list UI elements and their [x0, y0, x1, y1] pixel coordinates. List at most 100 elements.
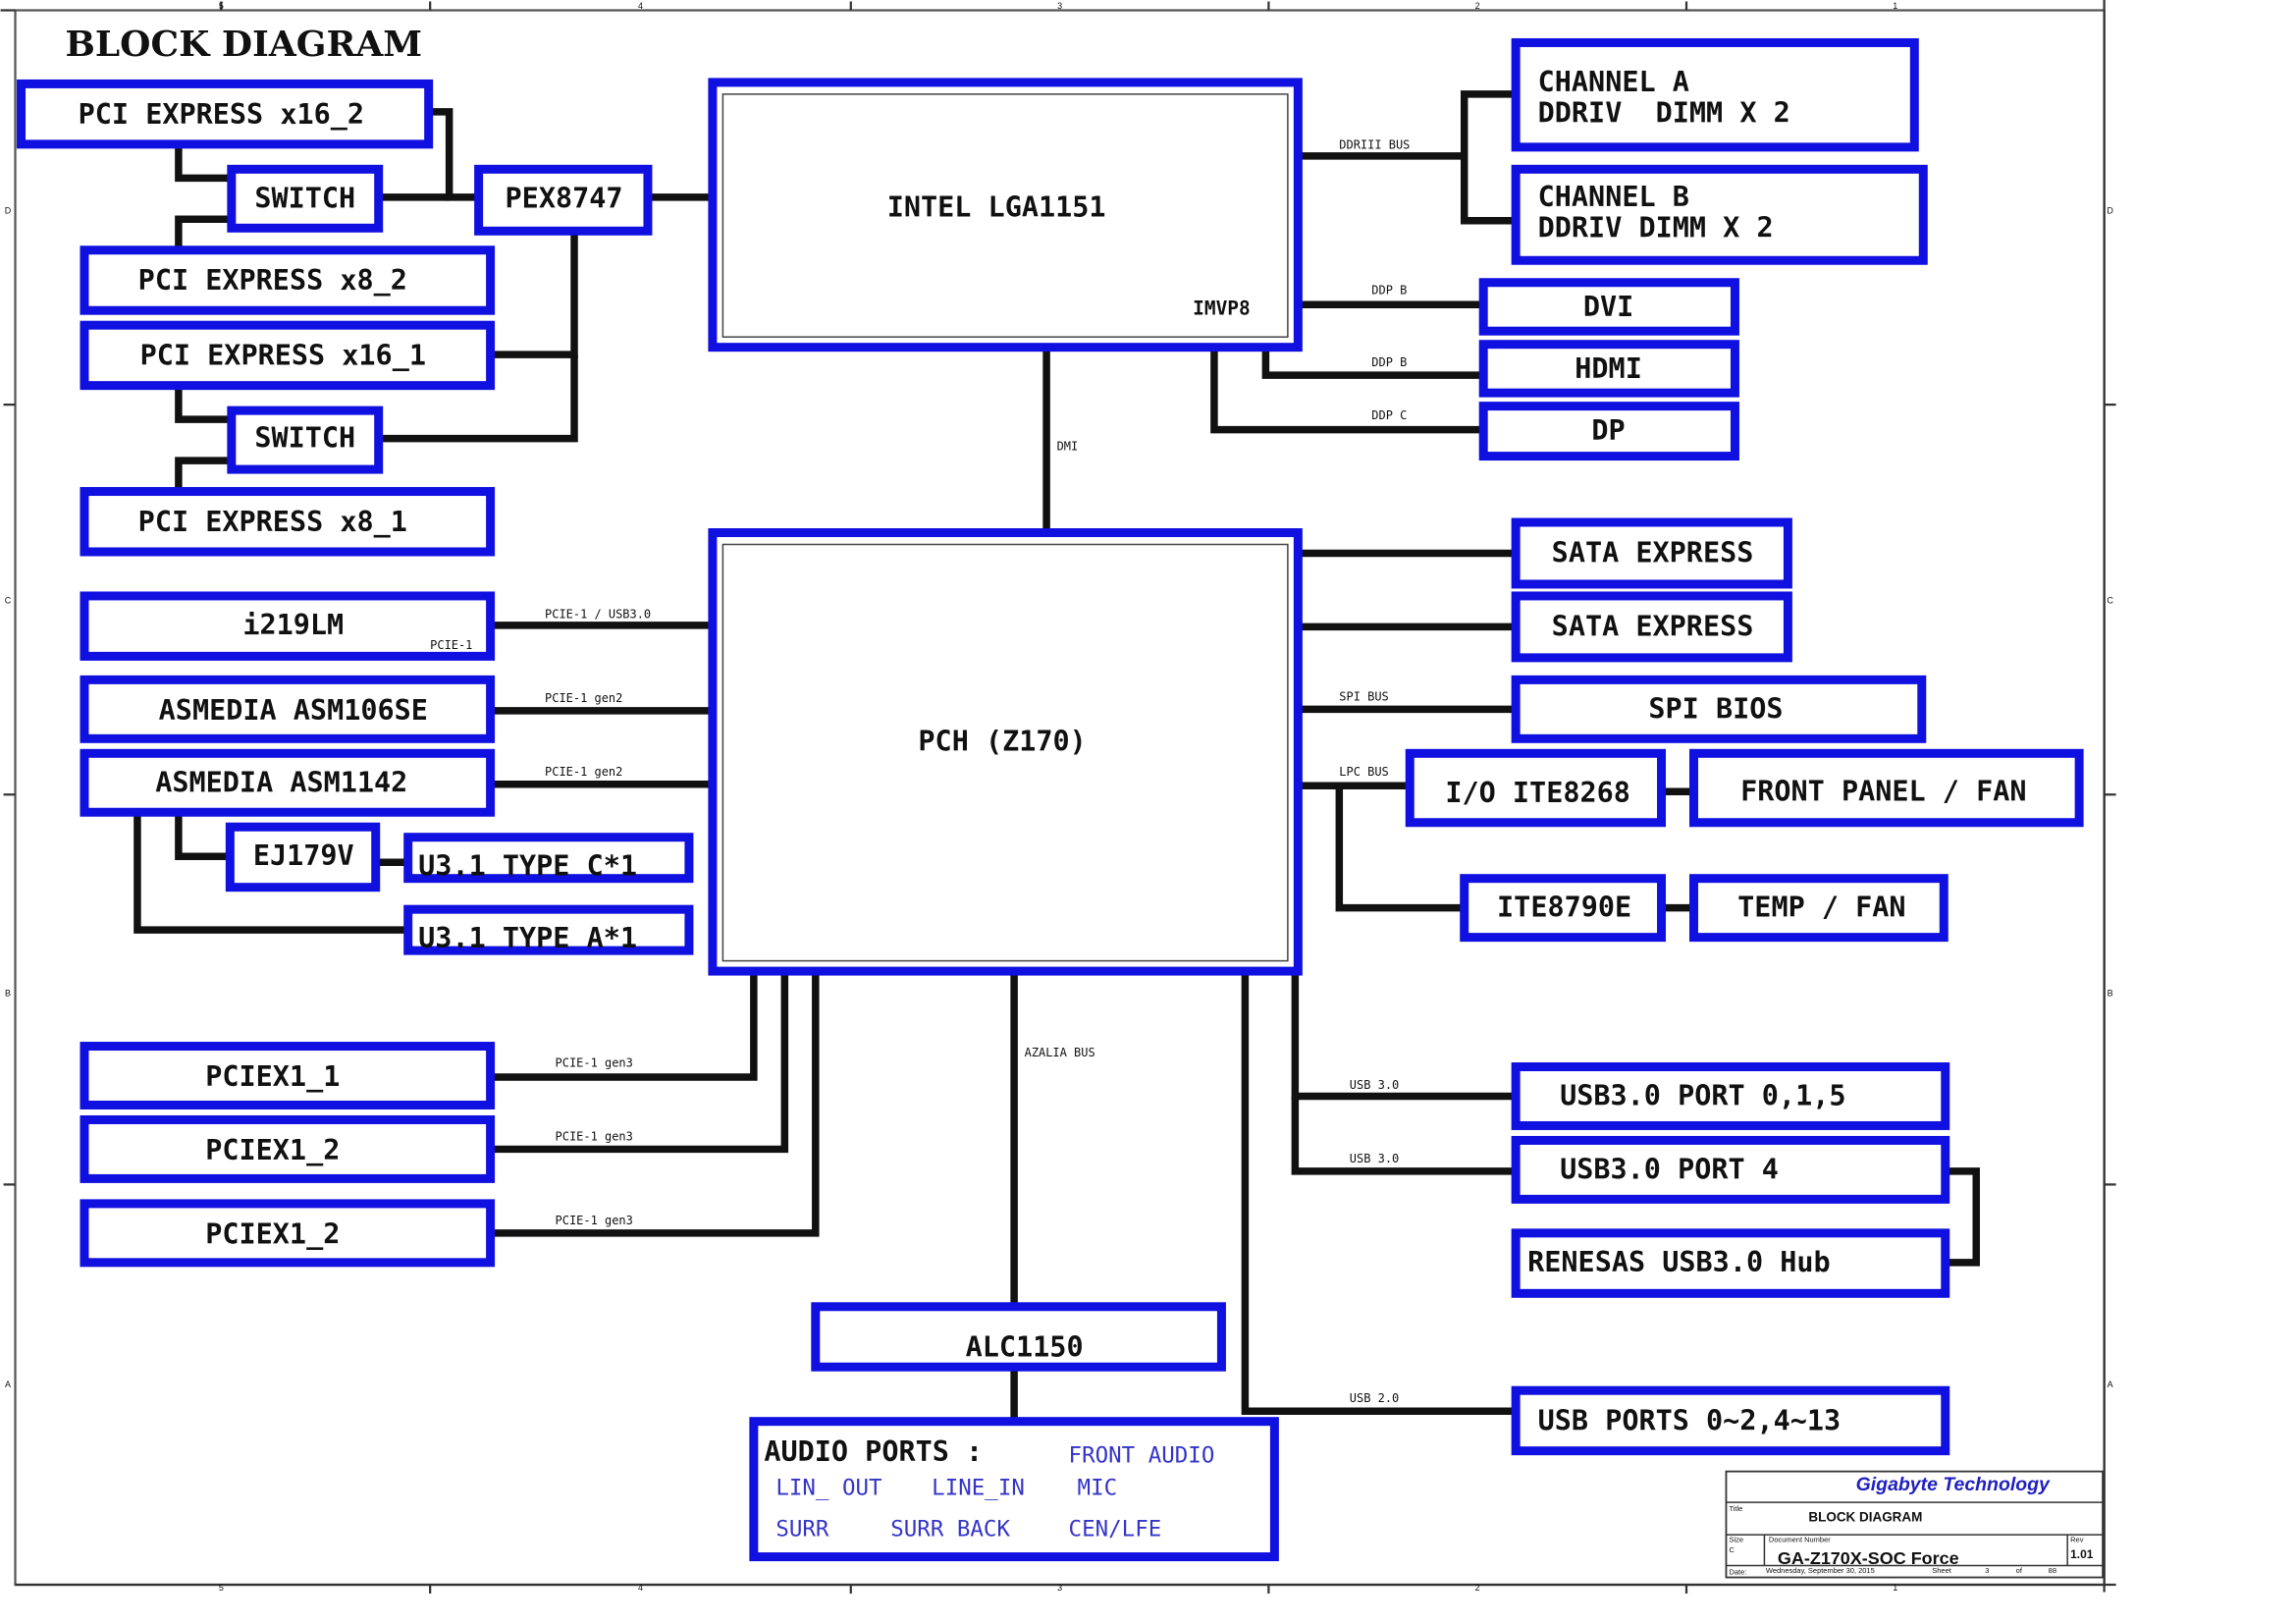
channel-b-block: CHANNEL B DDRIV DIMM X 2 [1511, 164, 1928, 265]
asm106se-block: ASMEDIA ASM106SE [80, 675, 496, 743]
front-panel-fan-label: FRONT PANEL / FAN [1740, 775, 2026, 807]
io-ite8268-block: I/O ITE8268 [1405, 748, 1667, 828]
size-field-label: Size [1729, 1536, 1743, 1544]
audio-ports-block: AUDIO PORTS : FRONT AUDIO LIN_ OUT LINE_… [749, 1417, 1279, 1562]
pcie-x8-2-block: PCI EXPRESS x8_2 [80, 245, 496, 315]
asm1142-block: ASMEDIA ASM1142 [80, 748, 496, 817]
zone-row-c-left: C [5, 595, 12, 605]
company-name: Gigabyte Technology [1856, 1474, 2051, 1495]
pciex1-2a-label: PCIEX1_2 [205, 1134, 340, 1166]
usb30-a-label: USB 3.0 [1350, 1078, 1399, 1092]
pciex1-1-block: PCIEX1_1 [80, 1042, 496, 1109]
spi-bios-block: SPI BIOS [1511, 675, 1927, 743]
ddp-b-2-label: DDP B [1371, 355, 1407, 369]
zone-col-1-bottom: 1 [1893, 1583, 1897, 1593]
rev-field-value: 1.01 [2070, 1547, 2094, 1561]
sata-express-2-block: SATA EXPRESS [1511, 591, 1792, 663]
total-field-value: 88 [2049, 1566, 2056, 1575]
dp-block: DP [1478, 402, 1739, 461]
of-field-label: of [2016, 1566, 2023, 1575]
rev-field-label: Rev [2070, 1536, 2084, 1544]
ite8790e-block: ITE8790E [1460, 874, 1667, 943]
audio-surr-label: SURR [775, 1517, 829, 1542]
date-field-label: Date: [1729, 1568, 1746, 1577]
zone-row-b-left: B [5, 989, 11, 999]
pex8747-label: PEX8747 [506, 182, 623, 214]
zone-row-b-right: B [2108, 989, 2113, 999]
pcie-x16-1-label: PCI EXPRESS x16_1 [140, 340, 426, 372]
lpc-bus-label: LPC BUS [1339, 765, 1388, 779]
zone-col-4-top: 4 [638, 1, 643, 11]
ddriii-bus-label: DDRIII BUS [1339, 137, 1410, 151]
io-ite8268-label: I/O ITE8268 [1445, 777, 1630, 809]
zone-row-d-right: D [2107, 205, 2113, 215]
audio-line-in-label: LINE_IN [932, 1476, 1025, 1501]
cpu-block: INTEL LGA1151 IMVP8 [708, 78, 1303, 352]
size-field-value: C [1729, 1545, 1735, 1554]
pcie-x16-1-block: PCI EXPRESS x16_1 [80, 320, 496, 391]
zone-row-d-left: D [5, 205, 12, 215]
alc1150-label: ALC1150 [966, 1331, 1084, 1364]
spi-bus-label: SPI BUS [1339, 689, 1388, 703]
renesas-hub-label: RENESAS USB3.0 Hub [1527, 1246, 1831, 1278]
ite8790e-label: ITE8790E [1497, 892, 1631, 924]
asm1142-label: ASMEDIA ASM1142 [155, 766, 407, 798]
audio-lin-out-label: LIN_ OUT [775, 1476, 882, 1501]
usb30-b-label: USB 3.0 [1350, 1152, 1399, 1165]
u31-type-a-block: U3.1 TYPE A*1 [403, 904, 694, 955]
sata-express-1-block: SATA EXPRESS [1511, 517, 1792, 589]
pcie-x16-2-block: PCI EXPRESS x16_2 [17, 79, 434, 149]
switch-2-block: SWITCH [227, 406, 384, 474]
docnum-field-label: Document Number [1769, 1536, 1831, 1544]
zone-col-1-top: 1 [1893, 1, 1897, 11]
pch-block: PCH (Z170) [708, 528, 1303, 976]
sheet-field-value: 3 [1985, 1566, 1989, 1575]
pcie-x16-2-label: PCI EXPRESS x16_2 [79, 98, 364, 131]
pcie-x8-1-label: PCI EXPRESS x8_1 [138, 506, 407, 538]
front-panel-fan-block: FRONT PANEL / FAN [1688, 748, 2084, 828]
pcie1-gen2-b-label: PCIE-1 gen2 [545, 765, 622, 779]
zone-row-a-left: A [5, 1380, 11, 1389]
temp-fan-block: TEMP / FAN [1688, 874, 1949, 943]
usb30-port-4-label: USB3.0 PORT 4 [1560, 1153, 1779, 1185]
dvi-label: DVI [1583, 291, 1633, 323]
sata-express-1-label: SATA EXPRESS [1552, 536, 1754, 568]
hdmi-block: HDMI [1478, 340, 1739, 398]
pcie1-gen3-b-label: PCIE-1 gen3 [556, 1129, 633, 1143]
diagram-title: BLOCK DIAGRAM [66, 24, 423, 65]
zone-row-a-right: A [2108, 1380, 2113, 1389]
switch-1-block: SWITCH [227, 164, 384, 233]
pciex1-2a-block: PCIEX1_2 [80, 1114, 496, 1183]
pch-label: PCH (Z170) [918, 725, 1086, 757]
u31-type-a-label: U3.1 TYPE A*1 [418, 922, 637, 954]
pex8747-block: PEX8747 [474, 164, 653, 236]
i219lm-block: i219LM PCIE-1 [80, 591, 496, 661]
sheet-frame: 5 4 3 2 1 5 4 3 2 1 D C B A D C B A [0, 0, 2116, 1595]
ddp-c-label: DDP C [1371, 408, 1407, 422]
sheet-field-label: Sheet [1932, 1566, 1951, 1575]
zone-col-5-top: 5 [219, 1, 224, 11]
switch-1-label: SWITCH [254, 182, 355, 214]
spi-bios-label: SPI BIOS [1648, 692, 1783, 725]
pciex1-2b-label: PCIEX1_2 [205, 1217, 340, 1250]
dmi-label: DMI [1057, 440, 1079, 454]
ddp-b-1-label: DDP B [1371, 284, 1407, 298]
pcie1-usb30-label: PCIE-1 / USB3.0 [545, 607, 651, 621]
pciex1-1-label: PCIEX1_1 [205, 1060, 340, 1093]
audio-surr-back-label: SURR BACK [890, 1517, 1010, 1542]
ej179v-label: EJ179V [253, 839, 354, 872]
usb30-port-015-block: USB3.0 PORT 0,1,5 [1511, 1062, 1950, 1130]
zone-row-c-right: C [2107, 595, 2113, 605]
audio-cen-lfe-label: CEN/LFE [1069, 1517, 1162, 1542]
zone-col-5-bottom: 5 [219, 1583, 224, 1593]
zone-col-2-bottom: 2 [1475, 1583, 1480, 1593]
zone-col-3-bottom: 3 [1057, 1583, 1062, 1593]
dp-label: DP [1591, 414, 1625, 447]
audio-ports-heading: AUDIO PORTS : [764, 1435, 983, 1468]
hdmi-label: HDMI [1575, 352, 1642, 385]
u31-type-c-label: U3.1 TYPE C*1 [418, 850, 637, 883]
audio-front-label: FRONT AUDIO [1069, 1443, 1215, 1469]
usb-ports-block: USB PORTS 0~2,4~13 [1511, 1385, 1950, 1456]
signal-labels: DDRIII BUS DDP B DDP B DDP C DMI PCIE-1 … [545, 137, 1410, 1405]
